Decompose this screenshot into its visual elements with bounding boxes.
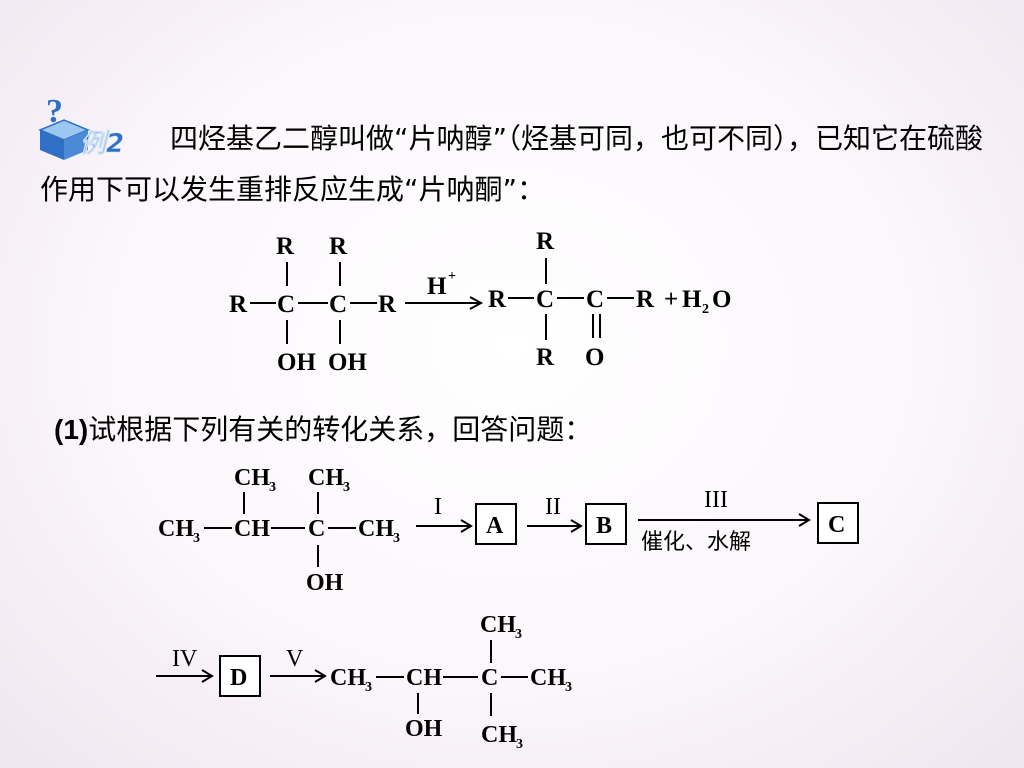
hydroxyl-label: OH [405, 716, 443, 742]
carbon-label: C [277, 291, 295, 318]
step-iii-label: III [704, 487, 728, 513]
carbon-label: C [481, 665, 498, 691]
catalyst-label: H [427, 273, 447, 300]
methyl-subscript: 3 [343, 480, 350, 495]
question-number: (1) [54, 414, 89, 445]
plus-sign: + [664, 286, 678, 313]
question-cube-icon: ? [38, 93, 90, 160]
intro-paragraph: 四烃基乙二醇叫做“片呐醇”（烃基可同，也可不同），已知它在硫酸作用下可以发生重排… [40, 122, 984, 206]
methyl-subscript: 3 [515, 627, 522, 642]
step-i-label: I [434, 494, 442, 520]
box-c: C [828, 512, 845, 538]
example-label: 例2 [80, 129, 124, 159]
methyl-subscript: 3 [269, 480, 276, 495]
step-iii-condition: 催化、水解 [641, 530, 751, 555]
question-1: (1)试根据下列有关的转化关系，回答问题： [54, 408, 592, 452]
methyl-subscript: 3 [193, 531, 200, 546]
carbon-label: C [329, 291, 347, 318]
catalyst-superscript: + [448, 269, 456, 284]
box-b: B [596, 513, 612, 539]
example-badge: ? 例2 [38, 93, 124, 160]
methine-ch: CH [234, 516, 270, 542]
carbon-label: C [536, 286, 554, 313]
oxygen-label: O [585, 344, 604, 371]
carbon-label: C [586, 286, 604, 313]
r-label: R [636, 286, 655, 313]
hydroxyl-label: OH [328, 349, 367, 376]
water-subscript: 2 [702, 302, 709, 317]
carbon-label: C [308, 516, 325, 542]
methyl-subscript: 3 [365, 680, 372, 695]
r-label: R [488, 286, 507, 313]
methyl-ch: CH [158, 516, 194, 542]
methyl-ch: CH [330, 665, 366, 691]
question-text: 试根据下列有关的转化关系，回答问题： [88, 413, 593, 446]
methyl-ch: CH [530, 665, 566, 691]
methyl-ch: CH [234, 465, 270, 491]
r-label: R [229, 291, 248, 318]
methyl-ch: CH [480, 612, 516, 638]
box-d: D [230, 665, 247, 691]
water-h: H [682, 286, 702, 313]
hydroxyl-label: OH [306, 570, 344, 596]
methyl-subscript: 3 [516, 737, 523, 752]
r-label: R [536, 228, 555, 255]
methyl-subscript: 3 [393, 531, 400, 546]
step-v-label: V [286, 646, 304, 672]
r-label: R [276, 233, 295, 260]
methine-ch: CH [406, 665, 442, 691]
step-ii-label: II [545, 494, 561, 520]
r-label: R [329, 233, 348, 260]
water-o: O [712, 286, 731, 313]
hydroxyl-label: OH [277, 349, 316, 376]
step-iv-label: IV [172, 646, 198, 672]
r-label: R [378, 291, 397, 318]
box-a: A [486, 513, 504, 539]
methyl-ch: CH [308, 465, 344, 491]
methyl-ch: CH [481, 722, 517, 748]
methyl-ch: CH [358, 516, 394, 542]
methyl-subscript: 3 [565, 680, 572, 695]
svg-text:?: ? [46, 93, 63, 130]
r-label: R [536, 344, 555, 371]
